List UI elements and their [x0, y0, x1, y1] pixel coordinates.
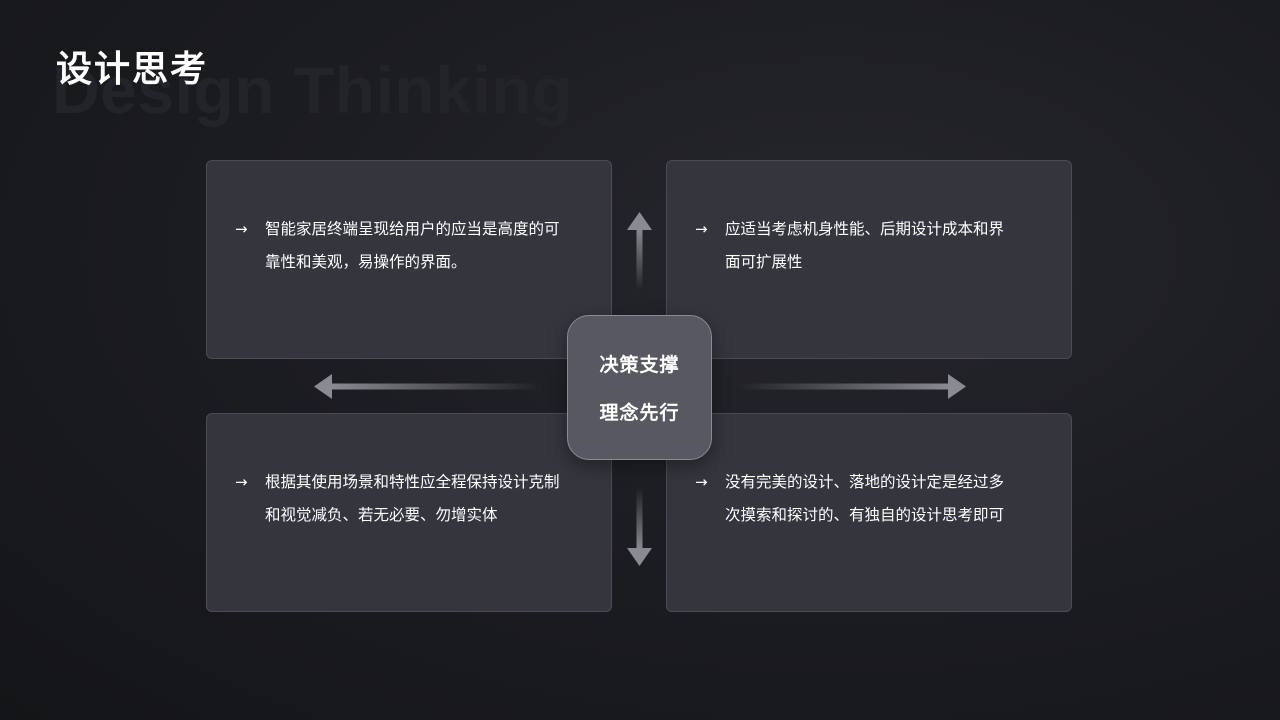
arrow-left-icon	[314, 374, 542, 399]
arrow-right-bullet-icon: →	[695, 220, 708, 238]
card-text: 根据其使用场景和特性应全程保持设计克制和视觉减负、若无必要、勿增实体	[265, 473, 560, 524]
arrow-right-bullet-icon: →	[235, 220, 248, 238]
arrow-right-bullet-icon: →	[235, 473, 248, 491]
card-text: 没有完美的设计、落地的设计定是经过多次摸索和探讨的、有独自的设计思考即可	[725, 473, 1005, 524]
card-text: 应适当考虑机身性能、后期设计成本和界面可扩展性	[725, 220, 1005, 271]
center-hub-line2: 理念先行	[599, 402, 680, 424]
card-bottom-right: → 没有完美的设计、落地的设计定是经过多次摸索和探讨的、有独自的设计思考即可	[666, 413, 1072, 612]
center-hub-line1: 决策支撑	[599, 354, 680, 376]
page-title: 设计思考	[56, 49, 209, 90]
card-item: → 根据其使用场景和特性应全程保持设计克制和视觉减负、若无必要、勿增实体	[235, 466, 565, 532]
card-top-left: → 智能家居终端呈现给用户的应当是高度的可靠性和美观，易操作的界面。	[206, 160, 612, 359]
card-item: → 智能家居终端呈现给用户的应当是高度的可靠性和美观，易操作的界面。	[235, 213, 565, 279]
card-top-right: → 应适当考虑机身性能、后期设计成本和界面可扩展性	[666, 160, 1072, 359]
arrow-down-icon	[627, 488, 652, 566]
card-bottom-left: → 根据其使用场景和特性应全程保持设计克制和视觉减负、若无必要、勿增实体	[206, 413, 612, 612]
background-watermark-title: Design Thinking	[52, 53, 573, 127]
arrow-right-bullet-icon: →	[695, 473, 708, 491]
card-text: 智能家居终端呈现给用户的应当是高度的可靠性和美观，易操作的界面。	[265, 220, 560, 271]
card-item: → 应适当考虑机身性能、后期设计成本和界面可扩展性	[695, 213, 1015, 279]
arrow-right-icon	[738, 374, 966, 399]
arrow-up-icon	[627, 212, 652, 290]
center-hub: 决策支撑 理念先行	[567, 315, 712, 460]
card-item: → 没有完美的设计、落地的设计定是经过多次摸索和探讨的、有独自的设计思考即可	[695, 466, 1015, 532]
